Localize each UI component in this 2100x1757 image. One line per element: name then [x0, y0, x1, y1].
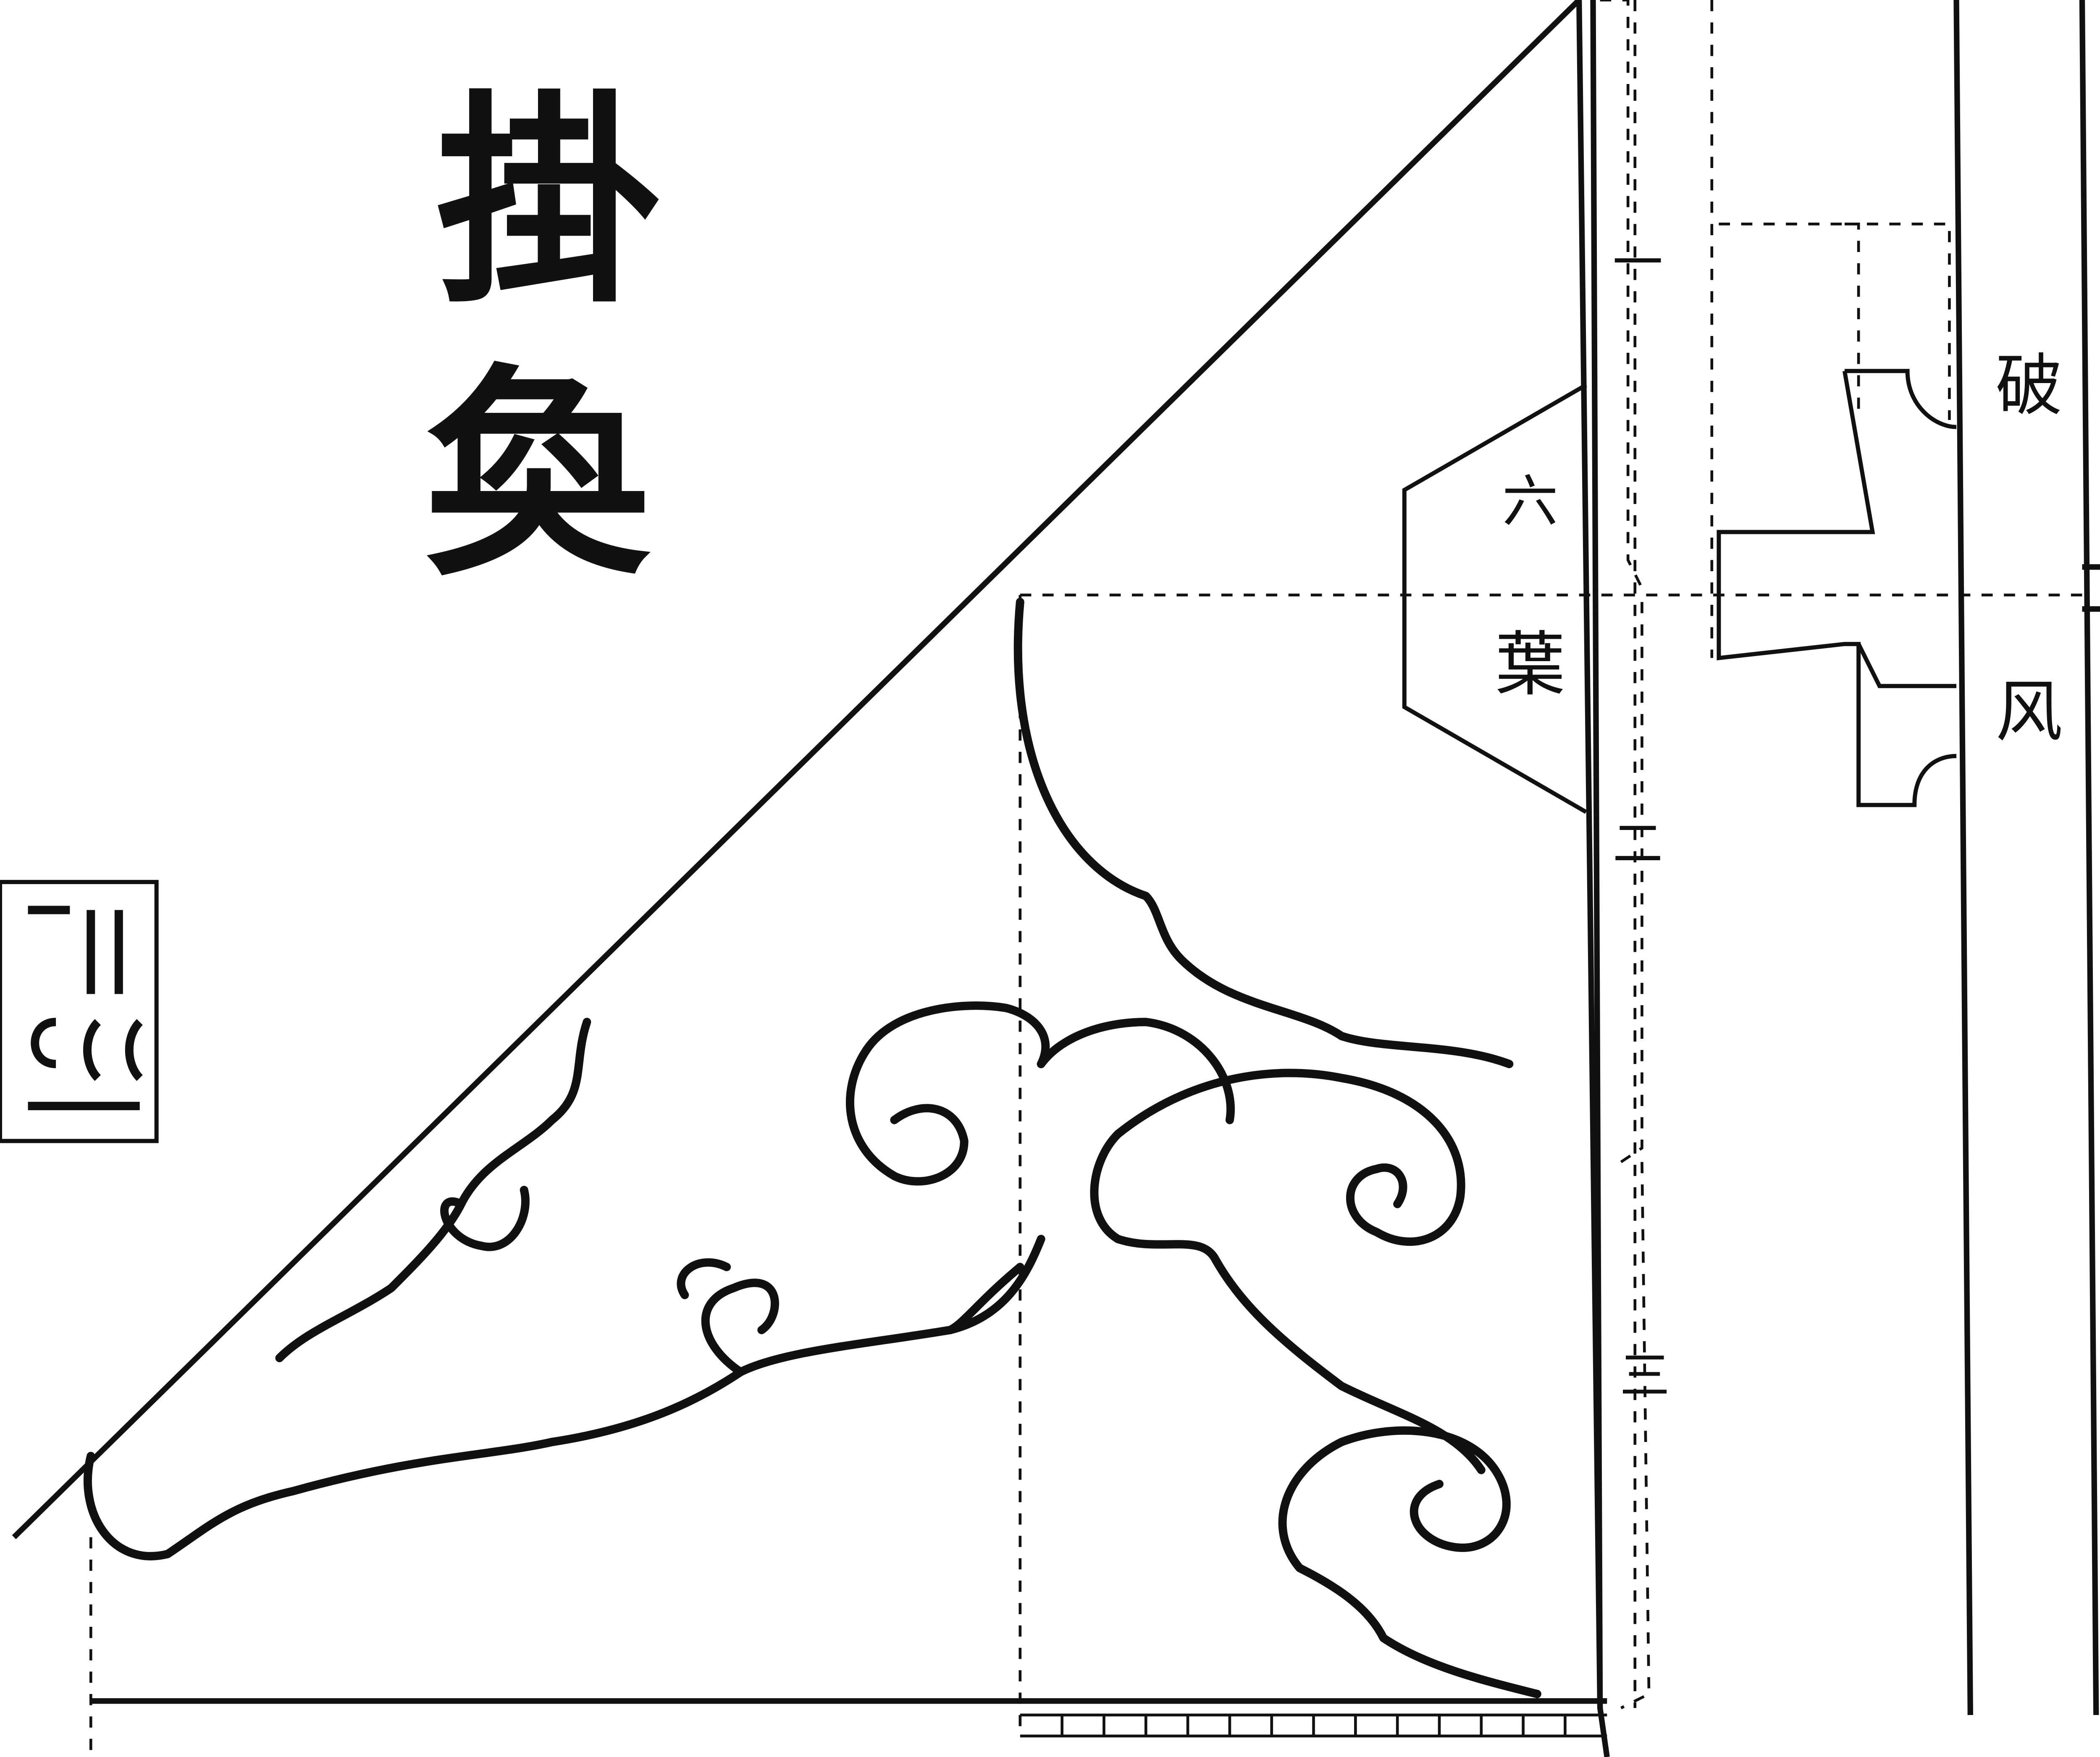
- bottom-dentils: [1020, 1713, 1607, 1738]
- main-outline: [12, 0, 2100, 1757]
- six-leaves-hexagon: [1402, 383, 1587, 814]
- title-char-huan: 奐: [426, 343, 654, 606]
- label-leaves: 葉: [1495, 624, 1565, 706]
- number-two: 二: [1613, 815, 1663, 873]
- number-one: 一: [1613, 234, 1663, 292]
- title-char-gua: 掛: [436, 70, 659, 333]
- label-feng: 风: [1995, 673, 2063, 751]
- red-seal-stamp: Seal: [0, 880, 159, 1148]
- cloud-scroll-pattern: [83, 598, 1541, 1699]
- number-three: 三: [1620, 1347, 1670, 1405]
- broken-wind-joint: [1717, 369, 1957, 807]
- dashed-guides: [89, 0, 2082, 1757]
- seal-hidden-text: Seal: [7, 1147, 10, 1148]
- label-po: 破: [1995, 347, 2063, 425]
- label-six: 六: [1502, 469, 1558, 534]
